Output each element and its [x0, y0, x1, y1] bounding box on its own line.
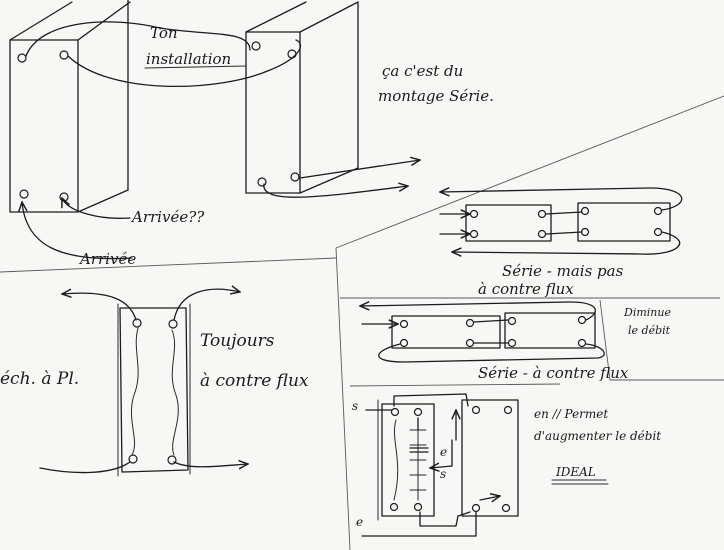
series-diagram-1	[440, 188, 682, 254]
label-e-bottom: e	[356, 515, 363, 529]
label-parallele-2: d'augmenter le débit	[534, 429, 661, 443]
installation-box-left	[10, 0, 130, 212]
label-e-mid: e	[440, 445, 447, 459]
label-montage-serie-2: montage Série.	[378, 87, 494, 105]
label-s-top: s	[352, 399, 358, 413]
label-serie-pas-contre-1: Série - mais pas	[502, 262, 624, 280]
series-diagram-2	[360, 302, 604, 362]
parallel-diagram	[362, 394, 518, 536]
label-arrivee-q: Arrivée??	[130, 208, 205, 226]
label-toujours-2: à contre flux	[200, 371, 309, 391]
installation-box-right	[246, 2, 358, 193]
installation-loop	[26, 22, 420, 197]
label-serie-pas-contre-2: à contre flux	[478, 280, 574, 298]
label-ideal: IDEAL	[555, 465, 596, 479]
label-diminue-1: Diminue	[623, 306, 671, 319]
label-parallele-1: en // Permet	[534, 407, 608, 421]
label-toujours-1: Toujours	[200, 331, 275, 351]
label-installation: installation	[146, 50, 231, 68]
label-diminue-2: le débit	[628, 324, 671, 337]
label-arrivee: Arrivée	[78, 250, 136, 268]
label-ech-pl: éch. à Pl.	[0, 369, 79, 389]
label-serie-contre-flux: Série - à contre flux	[478, 364, 629, 382]
section-dividers	[0, 96, 724, 550]
label-s-mid: s	[440, 467, 446, 481]
label-montage-serie-1: ça c'est du	[382, 62, 463, 80]
label-ton: Ton	[150, 24, 178, 42]
